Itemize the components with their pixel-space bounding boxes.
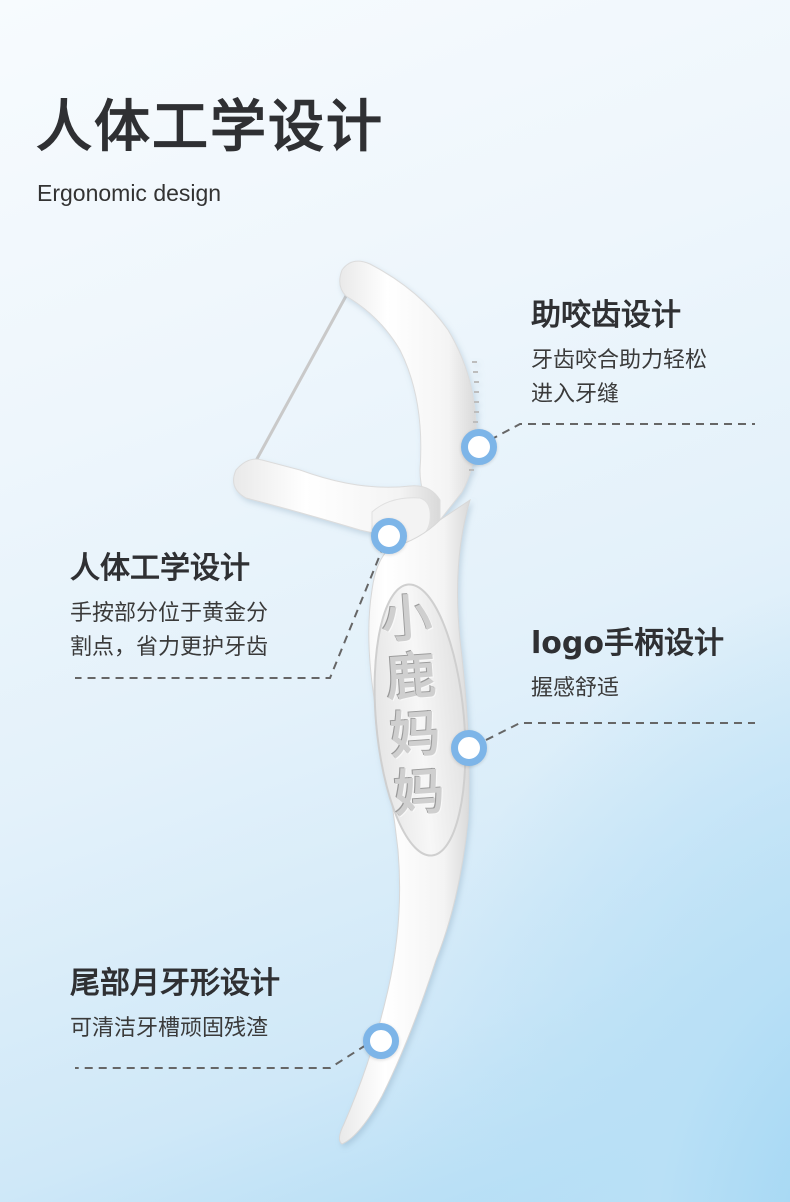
feature-description-line: 进入牙缝 <box>531 382 620 407</box>
feature-description-line: 握感舒适 <box>531 676 620 701</box>
page-subtitle: Ergonomic design <box>37 180 222 206</box>
floss-string <box>250 284 354 469</box>
leader-line-bite <box>489 423 755 441</box>
page-title: 人体工学设计 <box>36 95 384 160</box>
floss-pick-body <box>233 260 479 1145</box>
feature-description-line: 手按部分位于黄金分 <box>70 601 269 626</box>
feature-bite-teeth: 助咬齿设计 牙齿咬合助力轻松 进入牙缝 <box>531 298 707 412</box>
leader-lines <box>75 423 755 1069</box>
hotspot-marker-ergonomic[interactable] <box>371 518 407 554</box>
feature-description: 握感舒适 <box>531 672 724 706</box>
leader-line-ergonomic <box>75 544 385 679</box>
hotspot-marker-tail[interactable] <box>363 1023 399 1059</box>
brand-char: 小 <box>379 588 434 650</box>
feature-title: logo手柄设计 <box>531 626 724 661</box>
feature-ergonomic: 人体工学设计 手按部分位于黄金分 割点，省力更护牙齿 <box>70 551 268 665</box>
feature-description: 手按部分位于黄金分 割点，省力更护牙齿 <box>70 597 268 665</box>
leader-line-tail <box>75 1044 367 1069</box>
brand-char: 妈 <box>392 762 447 824</box>
feature-description: 牙齿咬合助力轻松 进入牙缝 <box>531 344 707 412</box>
feature-description: 可清洁牙槽顽固残渣 <box>70 1012 280 1046</box>
feature-title: 尾部月牙形设计 <box>70 966 280 1001</box>
brand-char: 鹿 <box>384 646 438 708</box>
logo-oval <box>373 583 467 857</box>
feature-description-line: 牙齿咬合助力轻松 <box>531 348 708 373</box>
feature-crescent-tail: 尾部月牙形设计 可清洁牙槽顽固残渣 <box>70 966 280 1046</box>
hotspot-marker-logo[interactable] <box>451 730 487 766</box>
leader-line-logo <box>485 722 755 741</box>
feature-title: 人体工学设计 <box>70 551 250 586</box>
feature-title: 助咬齿设计 <box>531 298 681 333</box>
brand-char: 妈 <box>388 704 442 766</box>
hotspot-marker-bite[interactable] <box>461 429 497 465</box>
feature-description-line: 可清洁牙槽顽固残渣 <box>70 1016 269 1041</box>
feature-logo-handle: logo手柄设计 握感舒适 <box>531 626 724 706</box>
feature-description-line: 割点，省力更护牙齿 <box>70 635 269 660</box>
